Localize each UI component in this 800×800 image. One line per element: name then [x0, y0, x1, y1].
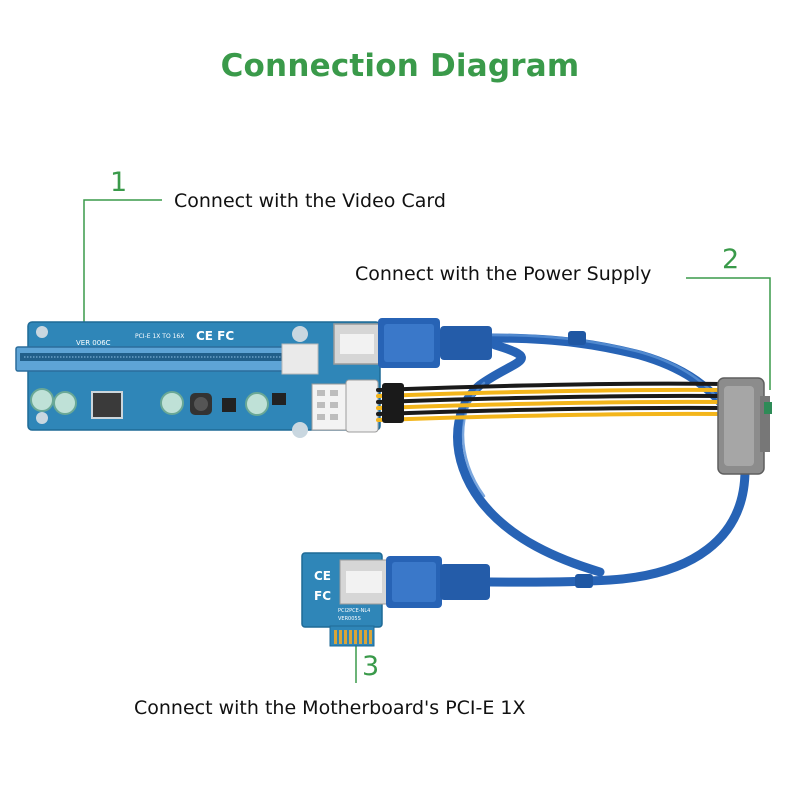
- leader-line-2: [686, 277, 771, 390]
- riser-cert-text: CE FC: [196, 329, 234, 343]
- capacitors: [30, 388, 269, 416]
- diagram-title: Connection Diagram: [220, 48, 580, 84]
- riser-version-text: VER 006C: [76, 339, 111, 347]
- adapter-version-text: VER005S: [338, 616, 361, 622]
- riser-board: VER 006C PCI-E 1X TO 16X CE FC: [15, 321, 381, 438]
- riser-usb-plug: [378, 318, 492, 368]
- cable-sleeve-bottom: [575, 574, 593, 588]
- leader-lines: [83, 199, 771, 683]
- riser-power-connector: [311, 379, 379, 433]
- callout-number-1: 1: [110, 167, 128, 198]
- adapter-usb-plug: [386, 556, 490, 608]
- mount-hole: [292, 422, 308, 438]
- slot-latch: [281, 343, 319, 375]
- sata-power-connector: [717, 377, 772, 475]
- riser-spec-text: PCI-E 1X TO 16X: [135, 333, 184, 340]
- power-wire-boot: [382, 383, 404, 423]
- ic-chip: [272, 393, 286, 405]
- usb-cable: [453, 333, 750, 587]
- mount-hole: [36, 326, 48, 338]
- voltage-regulator: [91, 391, 123, 419]
- ic-chip: [222, 398, 236, 412]
- adapter-usb-port: [339, 559, 389, 605]
- adapter-cert-fc: FC: [314, 589, 331, 603]
- riser-usb-port: [333, 323, 381, 365]
- adapter-spec-text: PCI2PCE-NL4: [338, 608, 370, 614]
- leader-line-1: [83, 199, 162, 348]
- callout-label-video-card: Connect with the Video Card: [174, 190, 446, 212]
- cable-sleeve-top: [568, 331, 586, 345]
- callout-number-3: 3: [362, 651, 380, 682]
- power-wires: [376, 381, 724, 422]
- adapter-cert-ce: CE: [314, 569, 331, 583]
- callout-label-power-supply: Connect with the Power Supply: [355, 263, 652, 285]
- mount-hole: [36, 412, 48, 424]
- mount-hole: [292, 326, 308, 342]
- callout-number-2: 2: [722, 244, 740, 275]
- callout-label-motherboard: Connect with the Motherboard's PCI-E 1X: [134, 697, 526, 719]
